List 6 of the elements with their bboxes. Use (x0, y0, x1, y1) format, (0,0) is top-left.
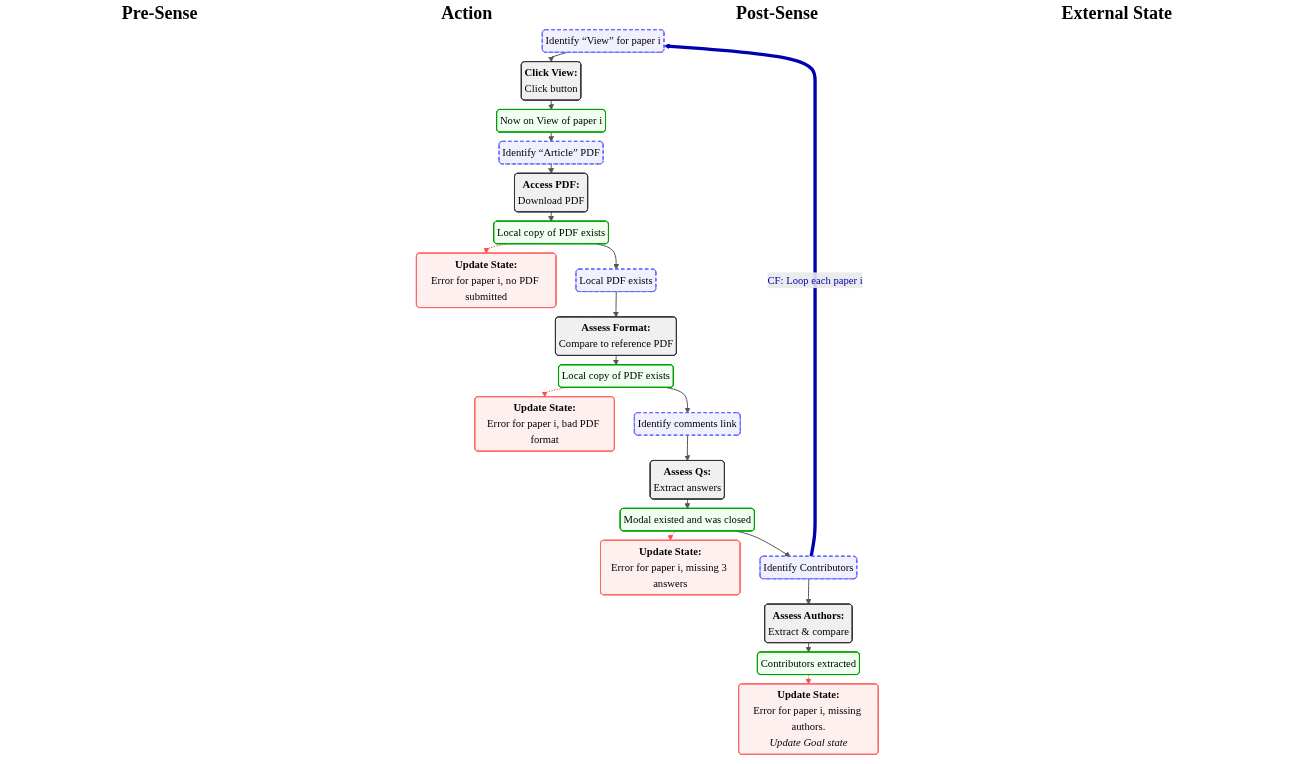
column-heading: Pre-Sense (121, 3, 198, 24)
column-heading: Post-Sense (735, 3, 818, 24)
edge-label: CF: Loop each paper i (767, 274, 863, 286)
column-heading: External State (1061, 3, 1173, 24)
arrow (547, 211, 554, 222)
column-heading: Action (441, 3, 493, 24)
